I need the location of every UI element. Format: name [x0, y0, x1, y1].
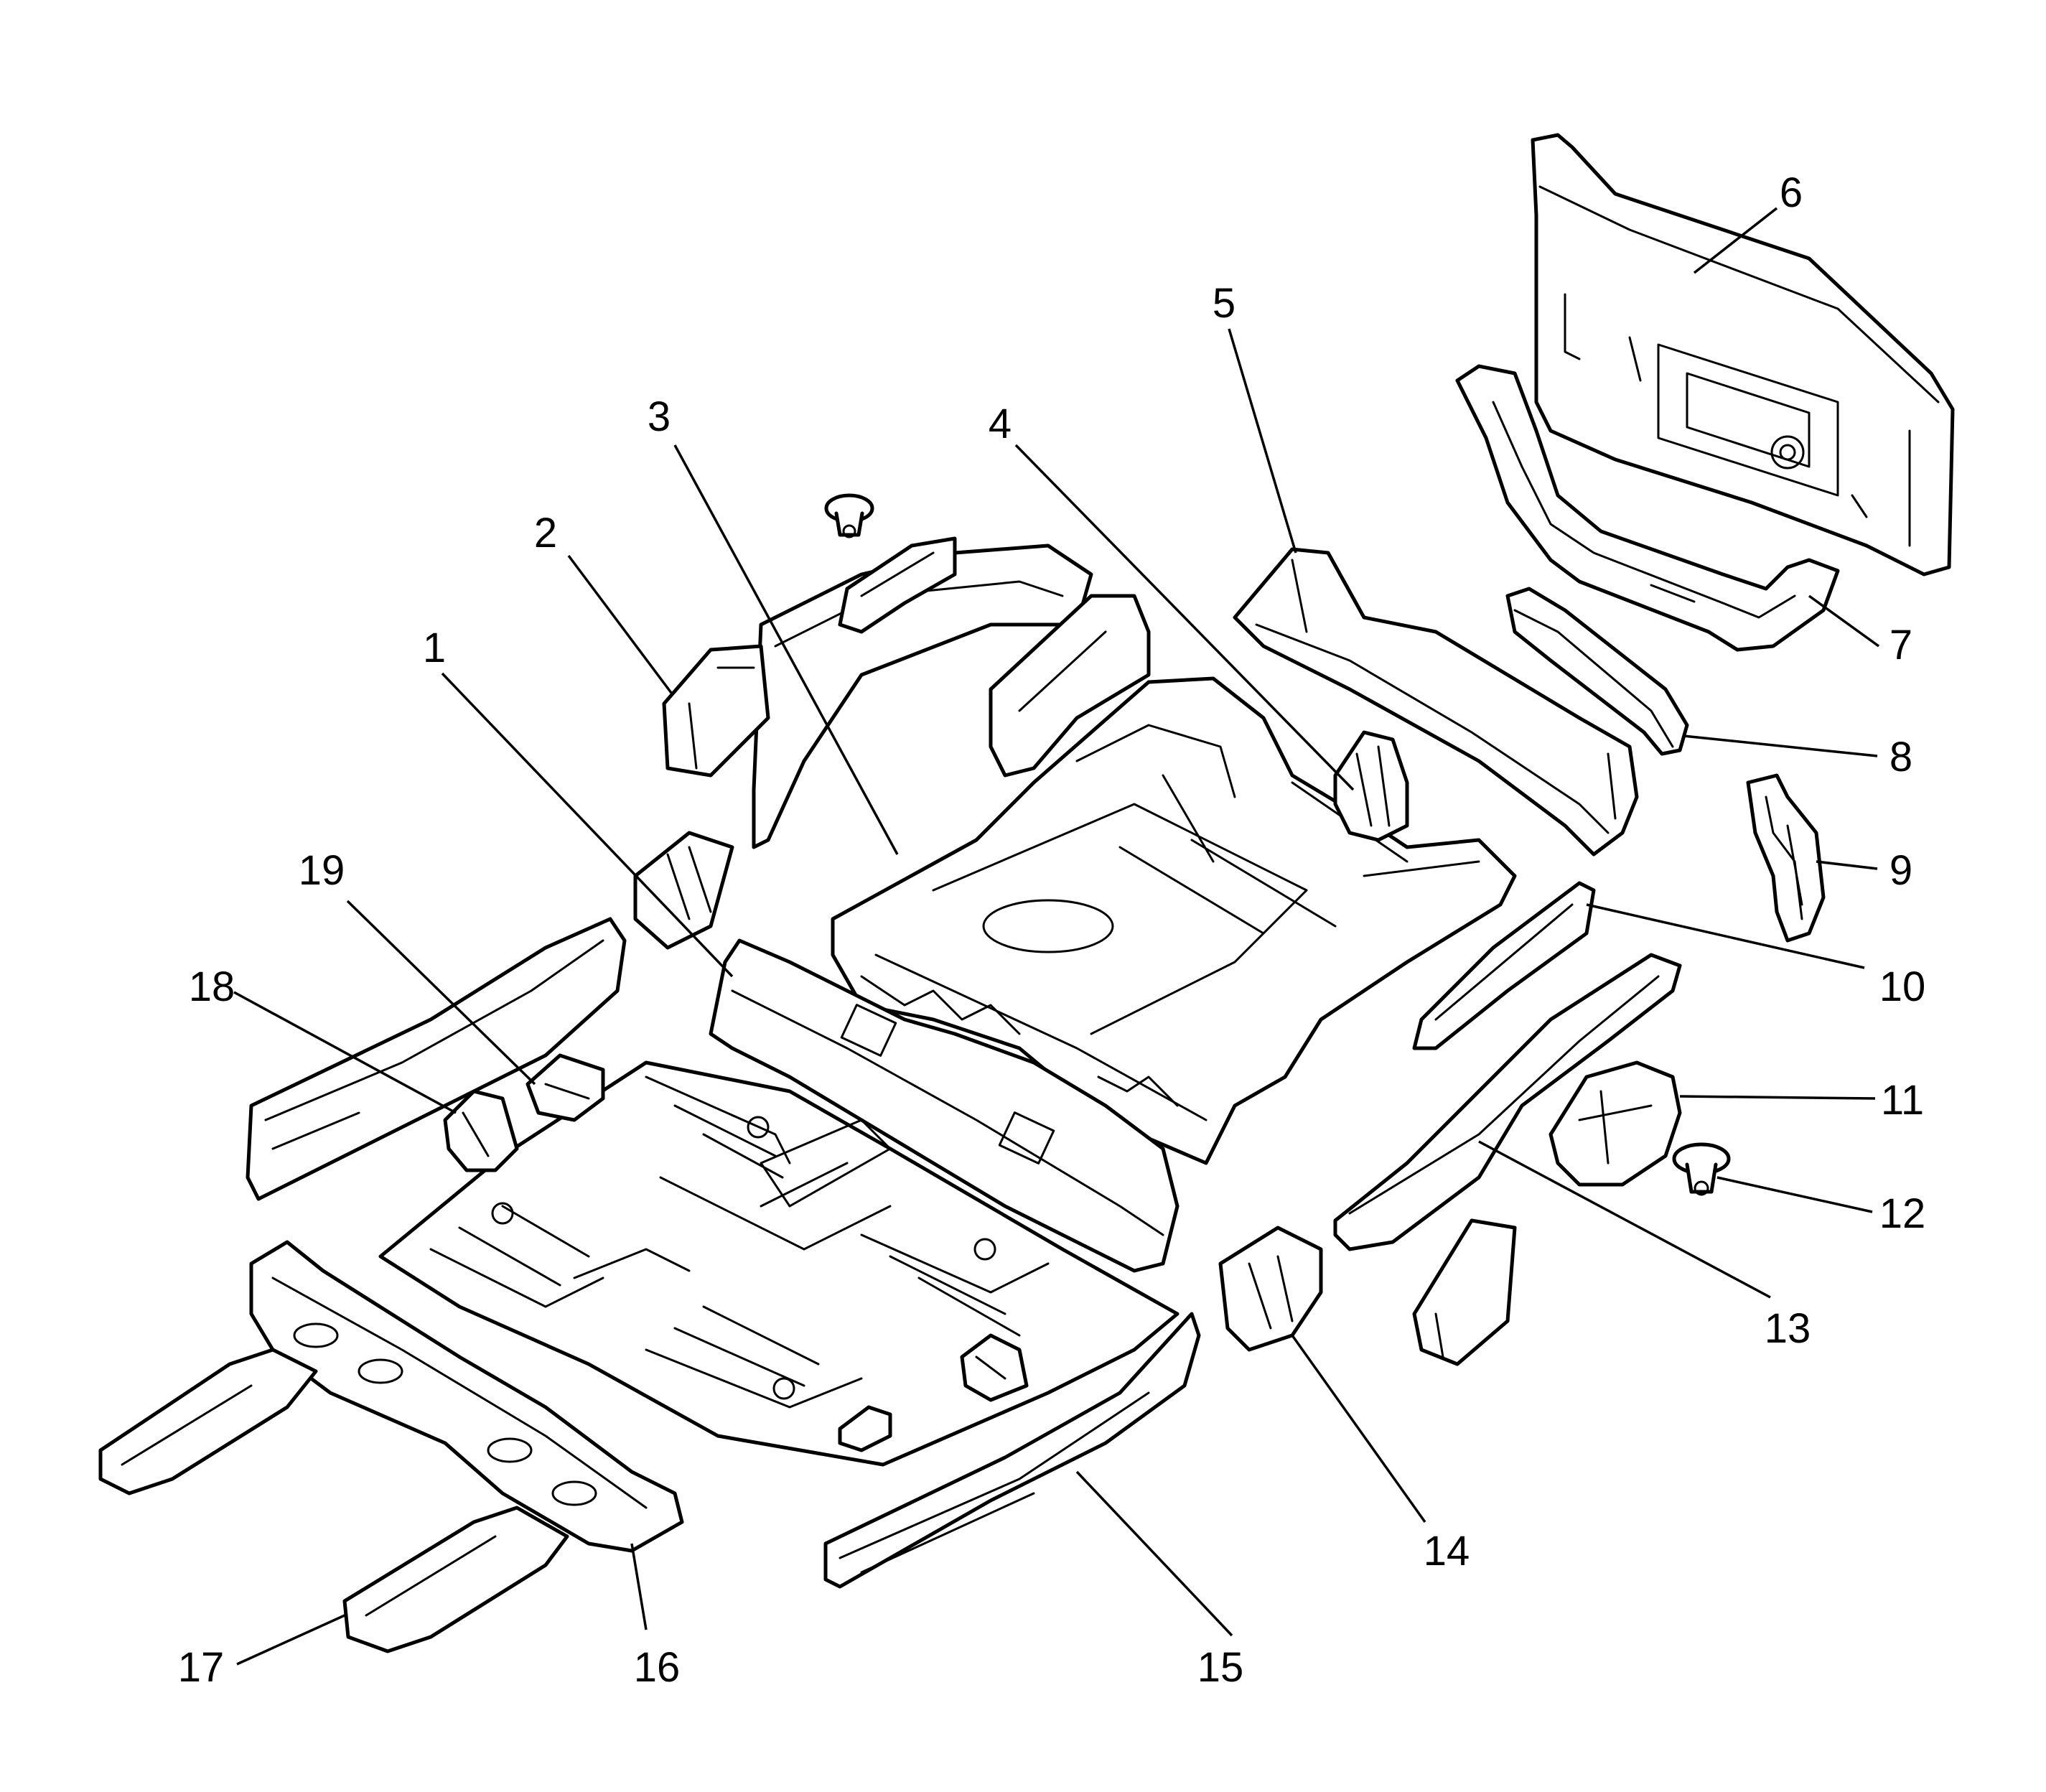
part-5-rear-floor-crossmember [1233, 547, 1639, 857]
callout-5: 5 [1213, 280, 1235, 327]
callout-6: 6 [1780, 169, 1803, 216]
part-left-rocker-upper [246, 917, 627, 1201]
part-18-bracket [443, 1089, 519, 1172]
part-10-rail [1412, 881, 1596, 1050]
part-14-bracket [1218, 1226, 1323, 1352]
callout-19: 19 [299, 847, 345, 894]
callout-9: 9 [1889, 847, 1912, 894]
leader-6 [1693, 207, 1778, 274]
callout-12: 12 [1879, 1190, 1926, 1237]
part-11-wheelhouse-bracket [1548, 1060, 1682, 1187]
callout-17: 17 [178, 1644, 225, 1691]
callout-16: 16 [634, 1644, 681, 1691]
leader-8 [1683, 734, 1878, 757]
part-19-bracket [525, 1053, 605, 1122]
leader-7 [1808, 594, 1880, 648]
leader-4 [1014, 444, 1355, 791]
part-rear-bracket-lower [1412, 1218, 1517, 1366]
part-upper-rail-gusset [989, 594, 1151, 778]
part-15-right-rocker [823, 1312, 1201, 1589]
leader-15 [1075, 1470, 1233, 1637]
callout-7: 7 [1889, 622, 1912, 668]
part-4-bracket [1333, 730, 1409, 842]
leader-lines [233, 207, 1880, 1666]
plug-upper [824, 493, 874, 538]
callout-3: 3 [648, 393, 671, 440]
part-17-lower-extension-upper [98, 1348, 318, 1495]
leader-18 [233, 991, 457, 1114]
leader-17 [236, 1614, 345, 1666]
part-3-rear-floor-pan [831, 676, 1517, 1165]
part-8-rail-reinforcement [1505, 587, 1689, 756]
callout-11: 11 [1881, 1077, 1924, 1124]
callout-15: 15 [1197, 1644, 1244, 1691]
part-6-rear-end-panel [1531, 133, 1955, 577]
leader-5 [1228, 328, 1297, 554]
part-2-bracket [662, 644, 770, 778]
leader-19 [346, 900, 536, 1086]
part-floor-bracket-small-1 [960, 1333, 1029, 1402]
leader-1 [441, 672, 734, 978]
leader-12 [1716, 1176, 1873, 1213]
leader-3 [673, 444, 899, 855]
leader-10 [1586, 903, 1865, 969]
part-floor-bracket-small-2 [838, 1405, 892, 1452]
part-1-center-crossmember [709, 938, 1180, 1273]
callout-labels: 1 2 3 4 5 6 7 8 9 10 11 12 13 14 15 16 1… [178, 169, 1926, 1691]
leader-14 [1291, 1334, 1426, 1523]
part-1-bracket [633, 831, 734, 950]
callout-4: 4 [989, 401, 1012, 447]
callout-2: 2 [534, 510, 557, 556]
callout-8: 8 [1889, 734, 1912, 780]
part-12-plug [1672, 1142, 1731, 1196]
leader-13 [1478, 1140, 1771, 1299]
part-7-rear-crossmember [1455, 364, 1840, 652]
callout-1: 1 [423, 625, 446, 671]
leader-11 [1679, 1095, 1876, 1100]
leader-9 [1816, 860, 1878, 870]
part-13-rear-rail [1333, 953, 1682, 1251]
part-wheelhouse-bracket-upper [838, 536, 957, 634]
callout-14: 14 [1424, 1528, 1470, 1574]
callout-10: 10 [1879, 963, 1926, 1010]
part-17-lower-extension [342, 1506, 569, 1653]
leader-2 [567, 554, 673, 694]
callout-18: 18 [189, 963, 235, 1010]
part-9-bracket [1746, 773, 1826, 943]
callout-13: 13 [1765, 1305, 1811, 1352]
leader-16 [630, 1543, 648, 1630]
